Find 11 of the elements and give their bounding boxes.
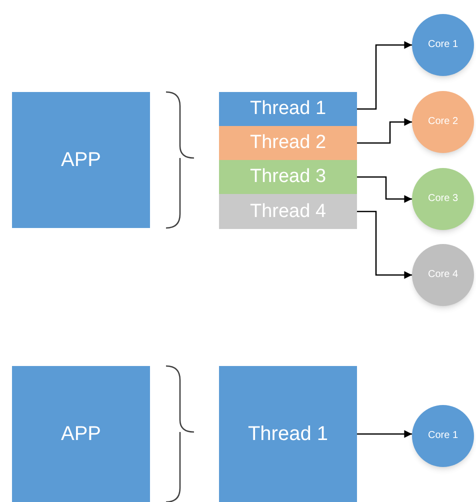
- thread-box: Thread 1: [219, 366, 357, 502]
- app-box: APP: [12, 92, 150, 228]
- thread-box: Thread 1: [219, 92, 357, 126]
- arrow: [357, 210, 412, 279]
- app-box: APP: [12, 366, 150, 502]
- arrow: [357, 41, 412, 110]
- arrow: [357, 176, 412, 203]
- arrow: [357, 430, 412, 438]
- thread-box: Thread 2: [219, 126, 357, 160]
- thread-box: Thread 3: [219, 160, 357, 194]
- arrow: [357, 118, 412, 144]
